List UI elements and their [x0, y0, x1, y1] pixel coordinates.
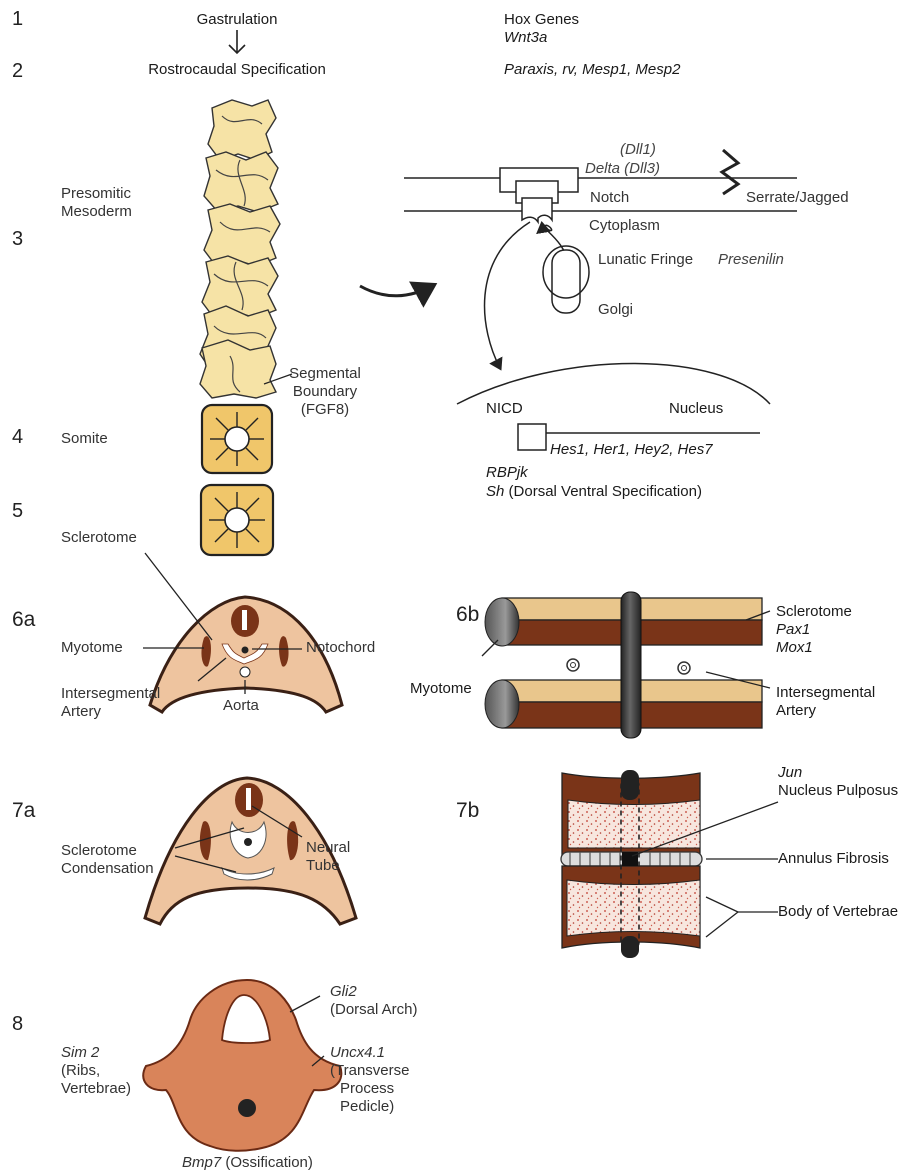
label-gastrulation: Gastrulation — [137, 11, 337, 28]
label-6b-isa-2: Artery — [776, 702, 816, 719]
label-6a-sclerotome: Sclerotome — [61, 529, 137, 546]
label-presomitic-2: Mesoderm — [61, 203, 132, 220]
label-segmental-3: (FGF8) — [280, 401, 370, 418]
step-number-3: 3 — [12, 228, 23, 250]
label-7a-sclerotome-2: Condensation — [61, 860, 154, 877]
label-6b-isa-1: Intersegmental — [776, 684, 875, 701]
label-segmental-2: Boundary — [280, 383, 370, 400]
label-somite: Somite — [61, 430, 108, 447]
label-dll1: (Dll1) — [620, 141, 656, 158]
label-7b-nucleus-pulposus: Nucleus Pulposus — [778, 782, 898, 799]
somite-illustration-2 — [201, 485, 273, 555]
label-serrate-jagged: Serrate/Jagged — [746, 189, 849, 206]
step-number-5: 5 — [12, 500, 23, 522]
somite-illustration — [202, 405, 272, 473]
label-8-gli2: Gli2 — [330, 983, 357, 1000]
label-notch: Notch — [590, 189, 629, 206]
label-rbpjk: RBPjk — [486, 464, 528, 481]
label-nicd: NICD — [486, 400, 523, 417]
label-segmental-1: Segmental — [280, 365, 370, 382]
label-row2-genes: Paraxis, rv, Mesp1, Mesp2 — [504, 61, 680, 78]
label-6b-mox1: Mox1 — [776, 639, 813, 656]
label-sh: Sh — [486, 483, 504, 500]
label-6b-myotome: Myotome — [410, 680, 472, 697]
label-6a-aorta: Aorta — [223, 697, 259, 714]
label-7a-sclerotome-1: Sclerotome — [61, 842, 137, 859]
step-number-6b: 6b — [456, 604, 479, 626]
presomitic-mesoderm-illustration — [200, 100, 280, 398]
vertebra-8 — [143, 980, 341, 1151]
curved-arrow — [360, 286, 432, 296]
label-7a-neural-1: Neural — [306, 839, 350, 856]
label-rostrocaudal-specification: Rostrocaudal Specification — [117, 61, 357, 78]
label-8-vertebrae: Vertebrae) — [61, 1080, 131, 1097]
label-presenilin: Presenilin — [718, 251, 784, 268]
label-hes-genes: Hes1, Her1, Hey2, Hes7 — [550, 441, 713, 458]
label-delta-dll3: Delta (Dll3) — [585, 160, 660, 177]
label-8-dorsal-arch: (Dorsal Arch) — [330, 1001, 418, 1018]
label-8-process: Process — [340, 1080, 394, 1097]
label-8-ribs: (Ribs, — [61, 1062, 100, 1079]
vertebral-column-7b — [561, 770, 702, 958]
step-number-1: 1 — [12, 8, 23, 30]
label-6b-sclerotome: Sclerotome — [776, 603, 852, 620]
step-number-6a: 6a — [12, 609, 35, 631]
label-hox-genes: Hox Genes — [504, 11, 579, 28]
label-8-sim2: Sim 2 — [61, 1044, 99, 1061]
label-6b-pax1: Pax1 — [776, 621, 810, 638]
step-number-7b: 7b — [456, 800, 479, 822]
label-8-bmp7: Bmp7 — [182, 1154, 221, 1171]
label-7b-jun: Jun — [778, 764, 802, 781]
label-wnt3a: Wnt3a — [504, 29, 547, 46]
label-golgi: Golgi — [598, 301, 633, 318]
label-sh-rest: (Dorsal Ventral Specification) — [504, 483, 702, 500]
label-nucleus: Nucleus — [669, 400, 723, 417]
step-number-7a: 7a — [12, 800, 35, 822]
step-number-8: 8 — [12, 1013, 23, 1035]
label-sh-line: Sh (Dorsal Ventral Specification) — [486, 483, 702, 500]
label-6a-isa-1: Intersegmental — [61, 685, 160, 702]
label-8-pedicle: Pedicle) — [340, 1098, 394, 1115]
label-presomitic-1: Presomitic — [61, 185, 131, 202]
label-8-ossification: (Ossification) — [221, 1154, 313, 1171]
label-8-transverse: (Transverse — [330, 1062, 409, 1079]
label-cytoplasm: Cytoplasm — [589, 217, 660, 234]
label-6a-isa-2: Artery — [61, 703, 101, 720]
label-8-bmp7-line: Bmp7 (Ossification) — [182, 1154, 313, 1171]
label-lunatic-fringe: Lunatic Fringe — [598, 251, 693, 268]
label-6a-myotome: Myotome — [61, 639, 123, 656]
sclerotome-illustration-6b — [485, 592, 762, 738]
step-number-2: 2 — [12, 60, 23, 82]
gastrulation-arrow — [229, 30, 245, 53]
label-7b-body-of-vertebrae: Body of Vertebrae — [778, 903, 898, 920]
label-8-uncx: Uncx4.1 — [330, 1044, 385, 1061]
label-7b-annulus-fibrosis: Annulus Fibrosis — [778, 850, 889, 867]
label-7a-neural-2: Tube — [306, 857, 340, 874]
step-number-4: 4 — [12, 426, 23, 448]
label-6a-notochord: Notochord — [306, 639, 375, 656]
